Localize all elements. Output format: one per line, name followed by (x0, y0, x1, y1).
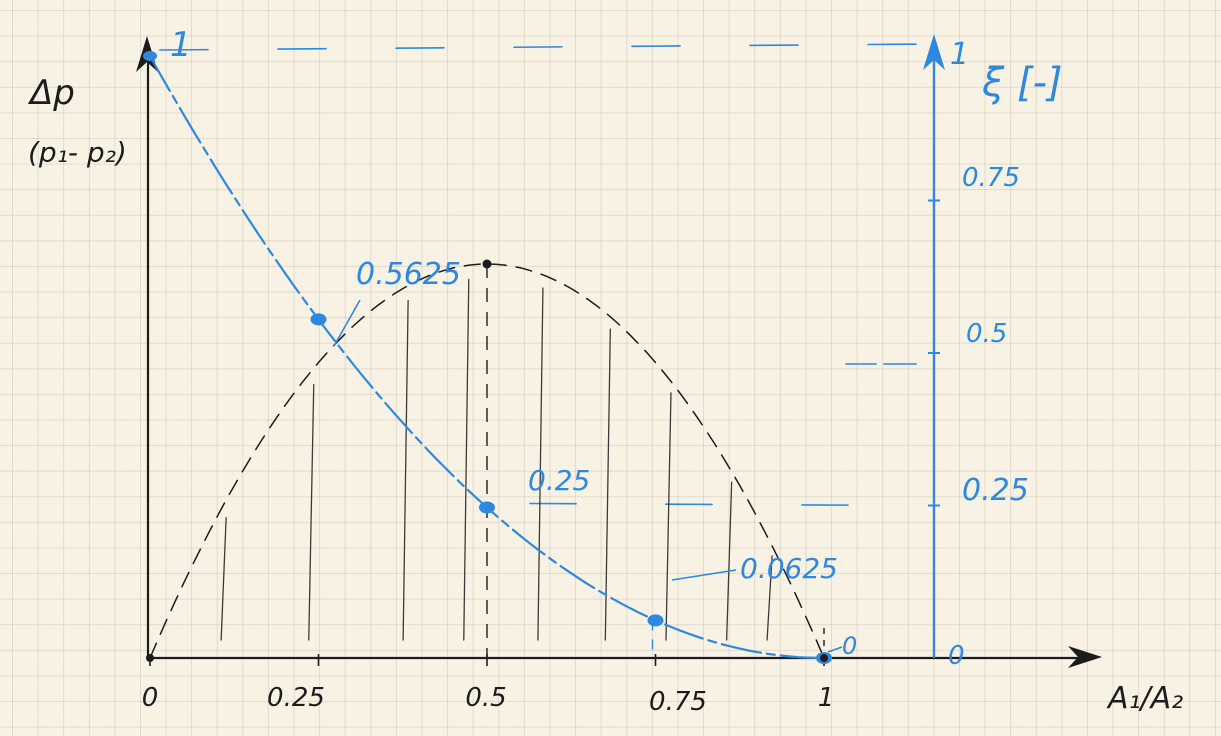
x-tick-label-0: 0 (142, 683, 159, 713)
guide-line-quarter (529, 502, 921, 507)
origin-point (146, 654, 154, 662)
right-axis-unit: ξ [-] (981, 60, 1063, 106)
left-axis-subtitle: (p₁- p₂) (28, 136, 127, 169)
blue-point-0 (143, 51, 157, 61)
blue-point-3 (647, 614, 664, 627)
black-curve-peak-point (482, 259, 492, 269)
leader-0-0625 (671, 569, 737, 581)
x-axis-label: A₁/A₂ (1106, 681, 1183, 716)
x-axis-arrowhead (1068, 646, 1102, 668)
blue-point-2 (479, 501, 495, 514)
blue-curve (148, 54, 826, 660)
hatch-line-8 (766, 555, 773, 641)
hatch-line-2 (402, 300, 409, 641)
point-label-0-25: 0.25 (528, 464, 590, 497)
hatch-line-4 (537, 287, 544, 641)
left-axis-title: Δp (27, 73, 75, 113)
blue-curve-path (148, 54, 826, 660)
hatch-line-7 (725, 481, 733, 641)
right-tick-label-0-5: 0.5 (966, 319, 1007, 349)
hatch-line-0 (220, 517, 227, 641)
point-label-0: 0 (842, 632, 857, 660)
leader-0-5625 (333, 299, 361, 347)
left-axis-top-label: 1 (170, 25, 192, 65)
x-tick-label-0-75: 0.75 (649, 687, 707, 717)
x-tick-label-1: 1 (818, 683, 835, 713)
hatching (220, 278, 773, 641)
hatch-line-5 (604, 328, 611, 641)
black-dashed-curve (149, 263, 825, 659)
leader-0 (827, 646, 843, 653)
black-curve-path (149, 263, 825, 659)
x-tick-label-0-25: 0.25 (267, 683, 325, 713)
curve-points (143, 51, 832, 664)
axes (136, 34, 1102, 668)
hatch-line-3 (463, 278, 470, 641)
hatch-line-1 (308, 383, 315, 641)
hatch-line-6 (665, 392, 672, 641)
blue-point-1 (310, 313, 327, 326)
x-tick-label-0-5: 0.5 (465, 683, 506, 713)
text-labels: Δp (p₁- p₂) 1 0 0.25 0.5 0.75 1 A₁/A₂ 1 … (27, 25, 1183, 717)
point-label-0-0625: 0.0625 (740, 552, 838, 585)
label-leaders (333, 299, 843, 653)
right-axis-zero-label: 0 (948, 641, 965, 671)
right-axis-top-label: 1 (950, 37, 969, 72)
black-curve-end-point (820, 654, 828, 662)
point-label-0-5625: 0.5625 (356, 257, 461, 292)
right-axis-arrowhead (923, 34, 945, 70)
right-tick-label-0-25: 0.25 (962, 473, 1029, 508)
guide-line-top (159, 43, 935, 51)
right-tick-label-0-75: 0.75 (962, 163, 1020, 193)
